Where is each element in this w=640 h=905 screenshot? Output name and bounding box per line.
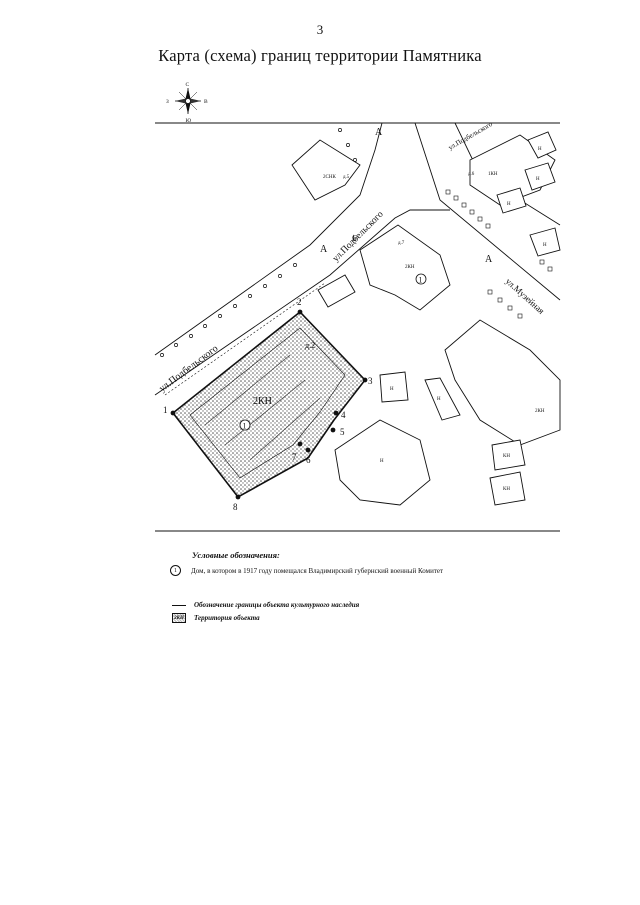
label-d5: д.5 [343, 175, 350, 180]
label-n-5: Н [390, 387, 394, 392]
boundary-point-2: 2 [297, 297, 302, 307]
boundary-point-7: 7 [292, 452, 297, 462]
legend-row-monument: 1 Дом, в котором в 1917 году помещался В… [170, 565, 443, 576]
page-title: Карта (схема) границ территории Памятник… [158, 46, 482, 65]
label-1kn: 1КН [488, 172, 498, 177]
building-n3 [496, 187, 527, 214]
label-n-6: Н [437, 397, 441, 402]
monument-marker-top-label: 1 [419, 276, 423, 285]
monument-marker-label: 1 [243, 422, 247, 431]
label-kn-2: КН [503, 487, 510, 492]
boundary-point-3: 3 [368, 376, 373, 386]
building-2kn-right [444, 319, 561, 446]
boundary-point-4: 4 [341, 410, 346, 420]
buildings [291, 131, 561, 506]
compass-south: Ю [186, 118, 192, 124]
compass-east: В [204, 99, 208, 105]
boundary-point-6: 6 [306, 455, 311, 465]
label-n-3: Н [507, 202, 511, 207]
label-n-4: Н [543, 243, 547, 248]
building-annex [317, 274, 356, 308]
legend-row-boundary: Обозначение границы объекта культурного … [172, 601, 359, 609]
legend-territory-text: Территория объекта [194, 614, 260, 622]
compass-west: З [166, 99, 169, 105]
zone-letter-a-2: А [320, 244, 328, 255]
building-n5 [379, 371, 409, 403]
zone-letter-b: Б [351, 234, 357, 243]
legend-heading: Условные обозначения: [192, 550, 280, 560]
label-2sntk: 2СНК [323, 175, 336, 180]
monument-marker [239, 419, 251, 431]
building-n2 [524, 162, 556, 191]
building-kn2 [489, 471, 526, 506]
label-2kn-right: 2КН [535, 409, 545, 414]
building-n4 [529, 227, 561, 257]
street-fence-markers [445, 189, 553, 319]
monument-building-outline [189, 327, 346, 479]
building-kn1 [491, 439, 526, 471]
building-2kn-top [359, 224, 451, 311]
zone-letter-a-1: А [375, 127, 383, 138]
compass-rose: С Ю З В [166, 82, 208, 124]
label-d2: д.2 [305, 341, 315, 350]
legend-monument-symbol: 1 [170, 565, 181, 576]
label-n-1: Н [538, 147, 542, 152]
legend-boundary-text: Обозначение границы объекта культурного … [194, 601, 360, 609]
building-n7 [334, 419, 431, 506]
building-n1 [527, 131, 557, 159]
label-n-7: Н [380, 459, 384, 464]
compass-north: С [186, 82, 190, 88]
street-label-podbelskogo-3: ул.Подбельского [447, 120, 494, 152]
building-2sntk [291, 139, 361, 201]
building-n6 [424, 377, 461, 421]
legend-boundary-line-icon [172, 604, 186, 606]
label-d6: д.6 [468, 172, 475, 177]
boundary-points [170, 309, 368, 500]
monument-marker-top [415, 273, 427, 285]
legend-territory-symbol: 2КН [172, 613, 186, 623]
legend-monument-text: Дом, в котором в 1917 году помещался Вла… [191, 566, 444, 575]
boundary-point-1: 1 [163, 405, 168, 415]
label-d7: д.7 [398, 241, 405, 246]
page-number: 3 [316, 22, 324, 37]
boundary-point-5: 5 [340, 427, 345, 437]
boundary-point-8: 8 [233, 502, 238, 512]
street-markers [160, 128, 357, 357]
label-n-2: Н [536, 177, 540, 182]
label-2kn-main: 2КН [253, 396, 272, 407]
street-podbelskogo [154, 122, 561, 396]
label-kn-1: КН [503, 454, 510, 459]
label-2kn-top: 2КН [405, 265, 415, 270]
legend-row-territory: 2КН Территория объекта [172, 613, 260, 623]
zone-letter-a-3: А [485, 254, 493, 265]
